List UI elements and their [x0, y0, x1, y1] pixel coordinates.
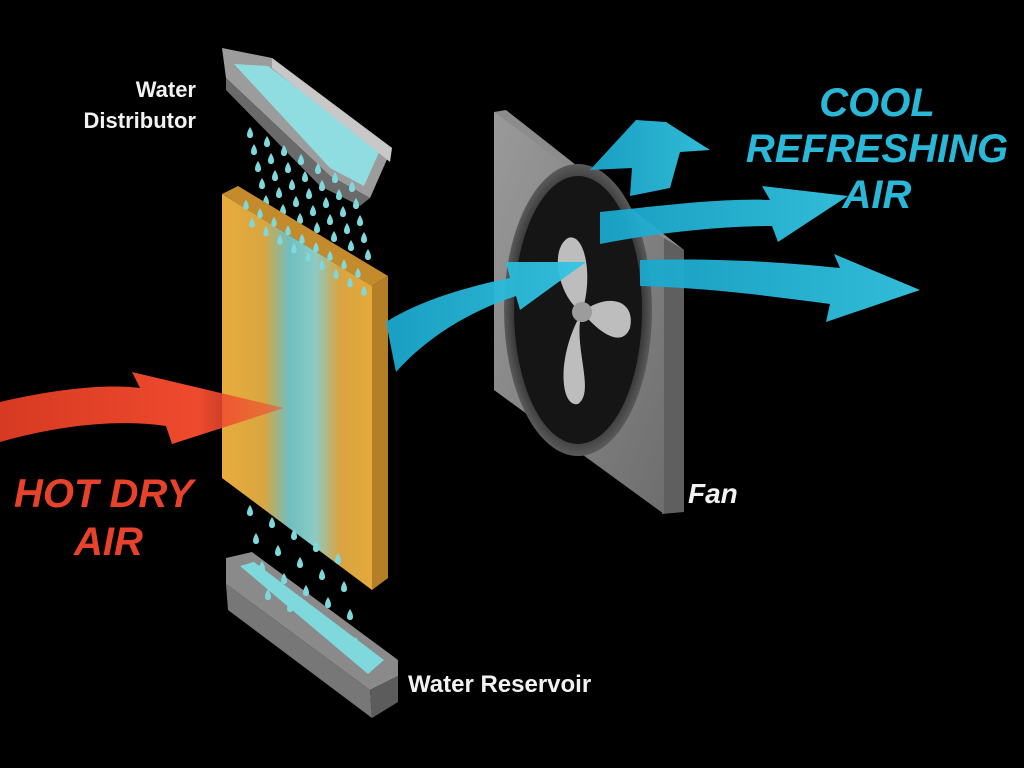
water-droplet-icon [313, 541, 319, 552]
water-droplet-icon [249, 217, 255, 228]
water-distributor-label: Water Distributor [60, 74, 196, 136]
water-droplet-icon [319, 569, 325, 580]
water-droplet-icon [319, 260, 325, 271]
water-droplet-icon [293, 196, 299, 207]
water-droplet-icon [297, 557, 303, 568]
water-droplet-icon [247, 127, 253, 138]
water-droplet-icon [259, 178, 265, 189]
water-droplet-icon [303, 585, 309, 596]
droplets-on-pad [243, 199, 367, 296]
water-droplet-icon [353, 198, 359, 209]
water-droplet-icon [265, 589, 271, 600]
water-droplet-icon [340, 206, 346, 217]
water-droplet-icon [355, 267, 361, 278]
water-droplet-icon [287, 601, 293, 612]
water-droplet-icon [268, 153, 274, 164]
droplets-into-reservoir [247, 505, 359, 648]
water-droplet-icon [347, 609, 353, 620]
water-droplet-icon [281, 145, 287, 156]
droplets-from-distributor [247, 127, 371, 260]
water-droplet-icon [347, 277, 353, 288]
water-droplet-icon [253, 533, 259, 544]
water-droplet-icon [264, 136, 270, 147]
water-droplet-icon [299, 233, 305, 244]
water-droplet-icon [365, 249, 371, 260]
hot-air-label-line2: AIR [74, 520, 143, 564]
water-droplet-icon [341, 259, 347, 270]
water-droplet-icon [251, 144, 257, 155]
water-droplet-icon [291, 529, 297, 540]
water-droplet-icon [259, 561, 265, 572]
water-droplet-icon [289, 179, 295, 190]
water-droplet-icon [341, 581, 347, 592]
water-droplet-icon [255, 161, 261, 172]
cool-air-label-line2: REFRESHING [745, 127, 1009, 171]
water-droplet-icon [243, 199, 249, 210]
water-droplet-icon [361, 232, 367, 243]
water-droplet-icon [306, 188, 312, 199]
water-droplet-icon [331, 625, 337, 636]
cooling-pad [222, 186, 388, 590]
water-droplet-icon [327, 250, 333, 261]
water-distributor-label-line1: Water [135, 77, 196, 102]
cool-air-arrows [386, 120, 920, 372]
water-droplet-icon [353, 637, 359, 648]
water-droplet-icon [331, 231, 337, 242]
water-droplet-icon [275, 545, 281, 556]
water-reservoir-label: Water Reservoir [408, 671, 592, 698]
water-droplet-icon [298, 154, 304, 165]
water-droplet-icon [277, 234, 283, 245]
water-droplet-icon [285, 162, 291, 173]
water-droplet-icon [348, 240, 354, 251]
water-droplet-icon [302, 171, 308, 182]
water-droplet-icon [272, 170, 278, 181]
water-droplet-icon [327, 214, 333, 225]
water-droplet-icon [309, 613, 315, 624]
hot-dry-air-label: HOT DRY AIR [14, 470, 193, 566]
water-droplet-icon [269, 517, 275, 528]
water-droplet-icon [276, 187, 282, 198]
fan-icon [557, 237, 631, 405]
water-droplet-icon [281, 573, 287, 584]
water-droplet-icon [257, 208, 263, 219]
water-droplet-icon [271, 216, 277, 227]
water-droplet-icon [335, 553, 341, 564]
cool-refreshing-air-label: COOL REFRESHING AIR [742, 80, 1012, 218]
water-droplet-icon [310, 205, 316, 216]
fan-label: Fan [688, 478, 738, 509]
water-droplet-icon [305, 251, 311, 262]
water-droplet-icon [314, 222, 320, 233]
cool-air-label-line1: COOL [819, 81, 935, 125]
water-droplet-icon [323, 197, 329, 208]
water-distributor-label-line2: Distributor [83, 108, 196, 133]
water-droplet-icon [344, 223, 350, 234]
water-distributor [222, 48, 392, 206]
water-droplet-icon [332, 172, 338, 183]
water-droplet-icon [325, 597, 331, 608]
water-droplet-icon [297, 213, 303, 224]
water-droplet-icon [285, 225, 291, 236]
water-droplet-icon [247, 505, 253, 516]
cool-air-label-line3: AIR [842, 173, 912, 217]
water-droplet-icon [357, 215, 363, 226]
water-droplet-icon [361, 285, 367, 296]
water-droplet-icon [333, 268, 339, 279]
water-droplet-icon [313, 242, 319, 253]
water-droplet-icon [336, 189, 342, 200]
water-droplet-icon [319, 180, 325, 191]
water-droplet-icon [349, 181, 355, 192]
hot-air-label-line1: HOT DRY [14, 472, 194, 516]
water-droplet-icon [291, 243, 297, 254]
water-droplet-icon [315, 163, 321, 174]
hot-air-arrow [0, 372, 284, 444]
water-droplet-icon [263, 226, 269, 237]
